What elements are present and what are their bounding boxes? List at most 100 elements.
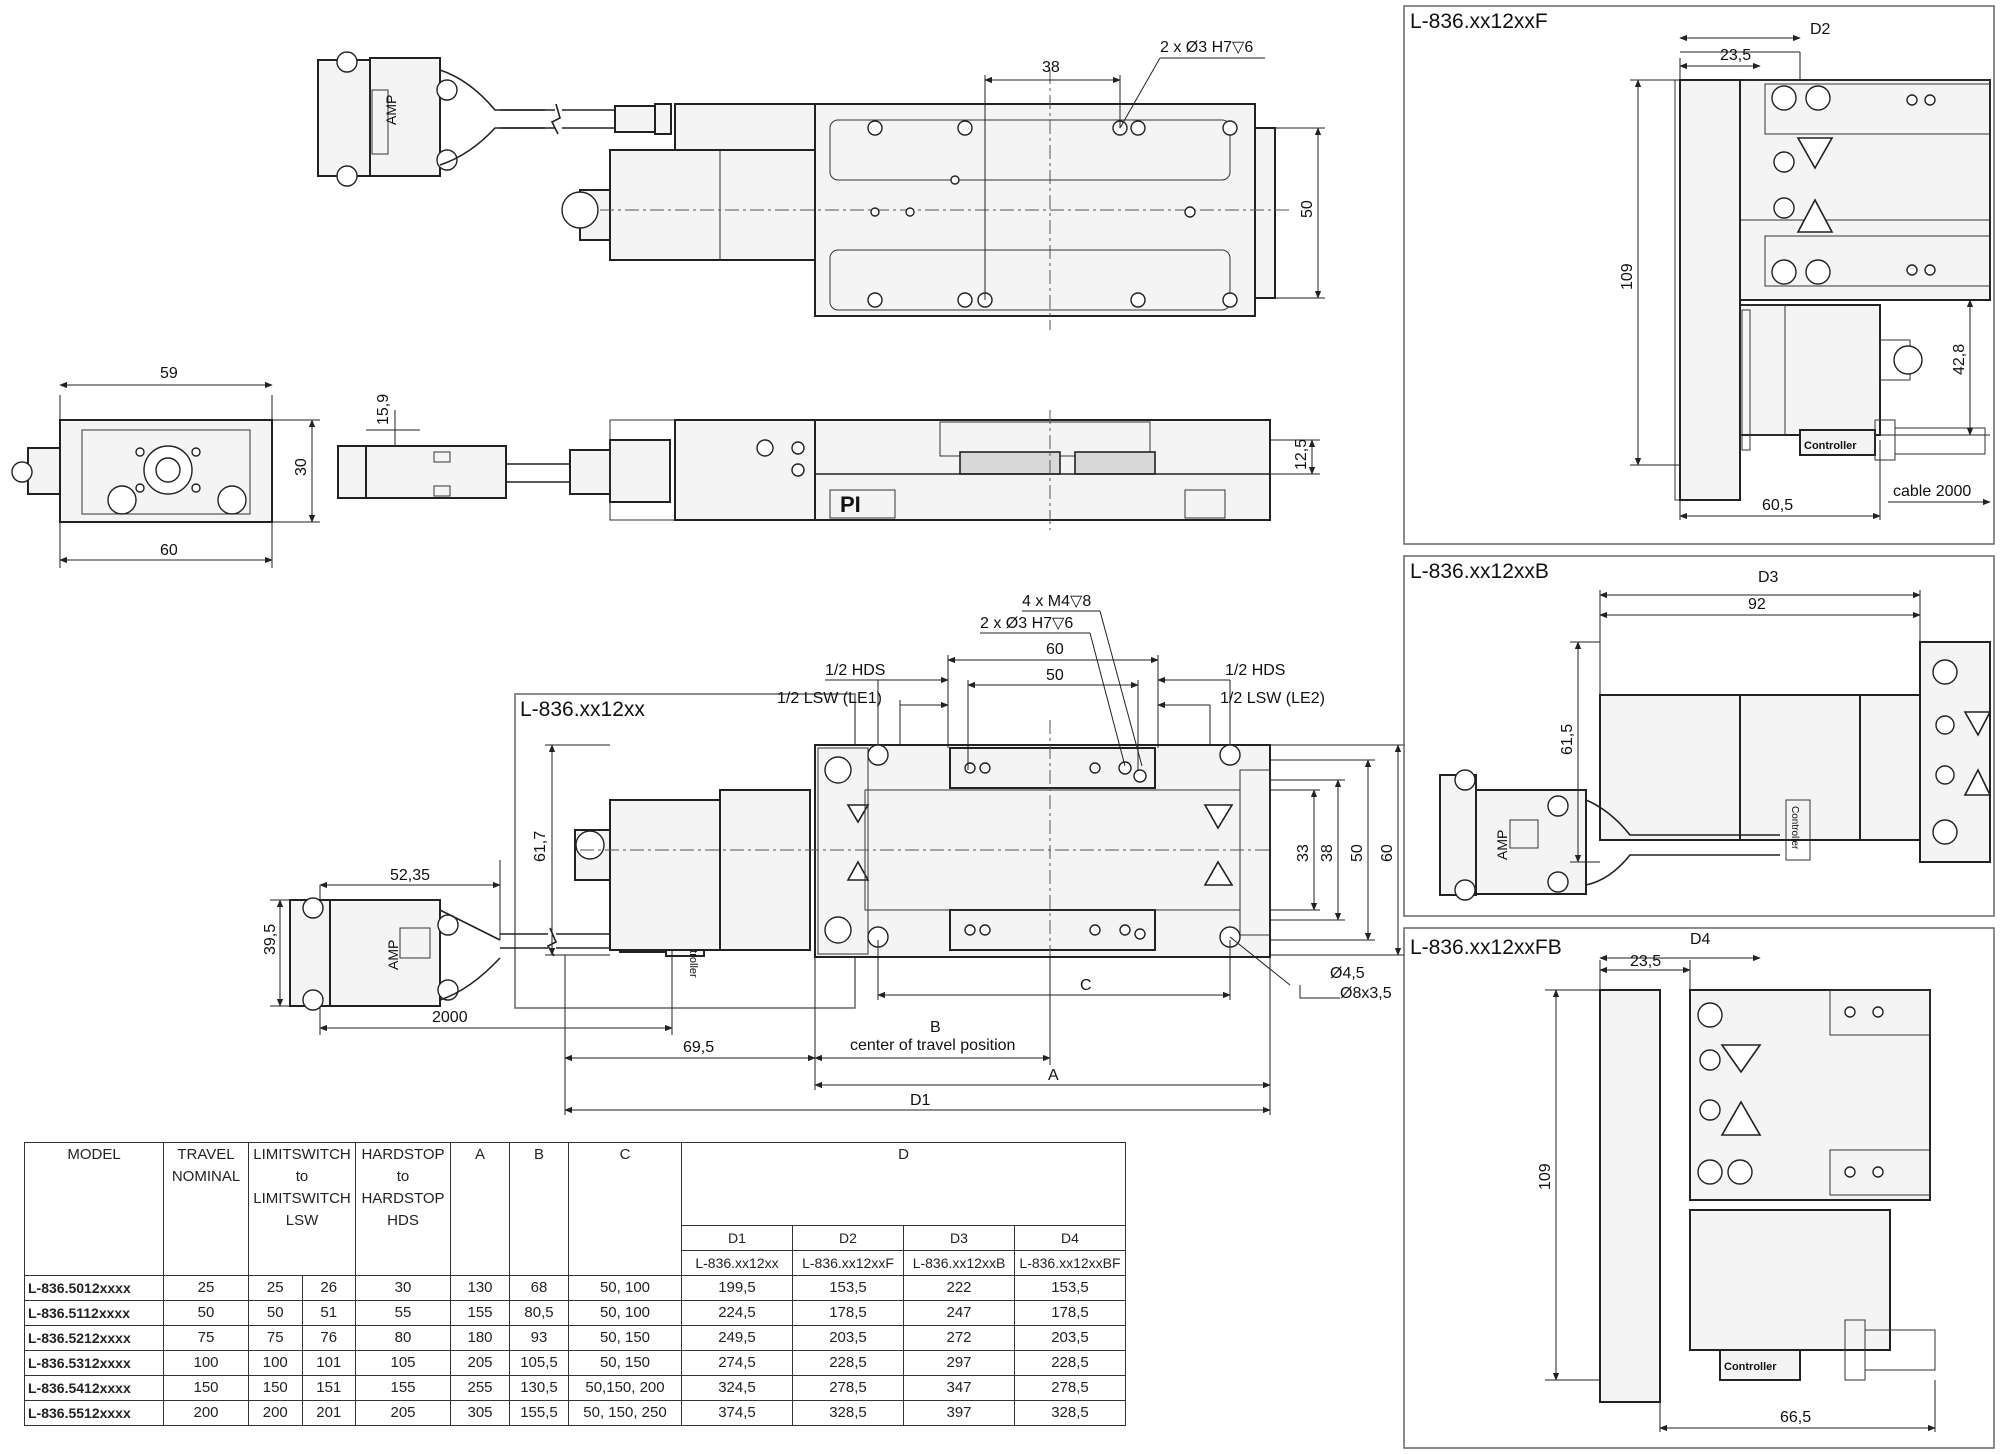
cell-d2: 153,5 xyxy=(792,1275,904,1301)
dim-30: 30 xyxy=(293,458,310,476)
dim-38-main: 38 xyxy=(1319,844,1336,862)
cell-d1: 274,5 xyxy=(681,1350,793,1376)
cell-model: L-836.5212xxxx xyxy=(24,1325,164,1351)
cell-lsw1: 75 xyxy=(248,1325,303,1351)
cell-a: 155 xyxy=(450,1300,510,1326)
cell-travel: 100 xyxy=(163,1350,249,1376)
cell-c: 50, 150 xyxy=(568,1325,682,1351)
cell-hds: 205 xyxy=(355,1400,451,1426)
cell-d1: 374,5 xyxy=(681,1400,793,1426)
cell-a: 180 xyxy=(450,1325,510,1351)
controller-label-f: Controller xyxy=(1804,440,1857,452)
dim-66-5: 66,5 xyxy=(1780,1409,1811,1426)
dim-52-35: 52,35 xyxy=(390,867,430,884)
cell-d3: 222 xyxy=(903,1275,1015,1301)
cell-a: 130 xyxy=(450,1275,510,1301)
carriage-holes xyxy=(964,761,1147,940)
panel-b-label: L-836.xx12xxB xyxy=(1410,560,1549,583)
cell-a: 205 xyxy=(450,1350,510,1376)
cell-hds: 105 xyxy=(355,1350,451,1376)
controller-label-fb: Controller xyxy=(1724,1361,1777,1373)
cell-a: 255 xyxy=(450,1375,510,1401)
cell-hds: 155 xyxy=(355,1375,451,1401)
cell-hds: 80 xyxy=(355,1325,451,1351)
panel-b: L-836.xx12xxB Controller AMP D3 92 61,5 xyxy=(1403,555,1995,917)
cell-d2: 178,5 xyxy=(792,1300,904,1326)
side-view: 59 60 30 15,9 PI 1 xyxy=(11,365,1320,568)
header-b: B xyxy=(509,1142,569,1276)
cell-travel: 50 xyxy=(163,1300,249,1326)
dim-d1: D1 xyxy=(910,1092,931,1109)
dim-60-side: 60 xyxy=(160,542,178,559)
dim-50-main: 50 xyxy=(1046,667,1064,684)
cell-d2: 203,5 xyxy=(792,1325,904,1351)
header-d2-model: L-836.xx12xxF xyxy=(792,1250,904,1276)
panel-b-frame xyxy=(1403,555,1995,917)
cell-lsw1: 50 xyxy=(248,1300,303,1326)
cell-travel: 200 xyxy=(163,1400,249,1426)
cell-lsw1: 200 xyxy=(248,1400,303,1426)
panel-fb-label: L-836.xx12xxFB xyxy=(1410,936,1562,959)
cell-travel: 75 xyxy=(163,1325,249,1351)
cell-model: L-836.5512xxxx xyxy=(24,1400,164,1426)
dim-61-5: 61,5 xyxy=(1559,724,1576,755)
dim-hds-left: 1/2 HDS xyxy=(825,662,885,679)
cell-c: 50,150, 200 xyxy=(568,1375,682,1401)
dim-69-5: 69,5 xyxy=(683,1039,714,1056)
dim-60-5: 60,5 xyxy=(1762,497,1793,514)
dim-33: 33 xyxy=(1295,844,1312,862)
cell-d4: 203,5 xyxy=(1014,1325,1126,1351)
dim-c: C xyxy=(1080,977,1092,994)
cell-travel: 150 xyxy=(163,1375,249,1401)
header-c: C xyxy=(568,1142,682,1276)
dim-m4: 4 x M4▽8 xyxy=(1022,593,1091,610)
amp-label-top: AMP xyxy=(383,95,399,125)
header-d3: D3 xyxy=(903,1225,1015,1251)
cell-lsw2: 151 xyxy=(301,1375,356,1401)
cell-d3: 397 xyxy=(903,1400,1015,1426)
header-d3-model: L-836.xx12xxB xyxy=(903,1250,1015,1276)
cell-hds: 55 xyxy=(355,1300,451,1326)
cell-d1: 324,5 xyxy=(681,1375,793,1401)
dim-d4: D4 xyxy=(1690,931,1711,948)
cell-d4: 328,5 xyxy=(1014,1400,1126,1426)
cell-b: 68 xyxy=(509,1275,569,1301)
cell-hds: 30 xyxy=(355,1275,451,1301)
amp-label-b: AMP xyxy=(1494,830,1510,860)
dim-hds-right: 1/2 HDS xyxy=(1225,662,1285,679)
main-view-corner-holes xyxy=(824,744,1241,948)
panel-fb-frame xyxy=(1403,927,1995,1449)
dim-holes-top: 2 x Ø3 H7▽6 xyxy=(1160,39,1253,56)
panel-f-frame xyxy=(1403,5,1995,545)
cell-d4: 278,5 xyxy=(1014,1375,1126,1401)
cell-b: 105,5 xyxy=(509,1350,569,1376)
cell-d1: 224,5 xyxy=(681,1300,793,1326)
dim-2000: 2000 xyxy=(432,1009,468,1026)
cell-b: 80,5 xyxy=(509,1300,569,1326)
top-view: AMP xyxy=(317,39,1325,330)
main-view: L-836.xx12xx AMP Controller xyxy=(262,593,1405,1115)
cell-a: 305 xyxy=(450,1400,510,1426)
dim-38-top: 38 xyxy=(1042,59,1060,76)
dim-109-fb: 109 xyxy=(1537,1163,1554,1190)
dim-phi45: Ø4,5 xyxy=(1330,965,1365,982)
panel-fb: L-836.xx12xxFB Controller D4 23,5 109 66… xyxy=(1403,927,1995,1449)
cell-d4: 153,5 xyxy=(1014,1275,1126,1301)
end-view: 59 60 30 xyxy=(11,365,320,568)
amp-connector-b: AMP xyxy=(1439,769,1780,901)
amp-label-main: AMP xyxy=(385,940,401,970)
dim-a: A xyxy=(1048,1067,1059,1084)
dim-lsw-right: 1/2 LSW (LE2) xyxy=(1220,690,1325,707)
dim-23-5-f: 23,5 xyxy=(1720,47,1751,64)
header-d4-model: L-836.xx12xxBF xyxy=(1014,1250,1126,1276)
dim-12-5: 12,5 xyxy=(1293,439,1310,470)
header-a: A xyxy=(450,1142,510,1276)
cell-model: L-836.5112xxxx xyxy=(24,1300,164,1326)
amp-connector-main: AMP xyxy=(289,897,501,1011)
